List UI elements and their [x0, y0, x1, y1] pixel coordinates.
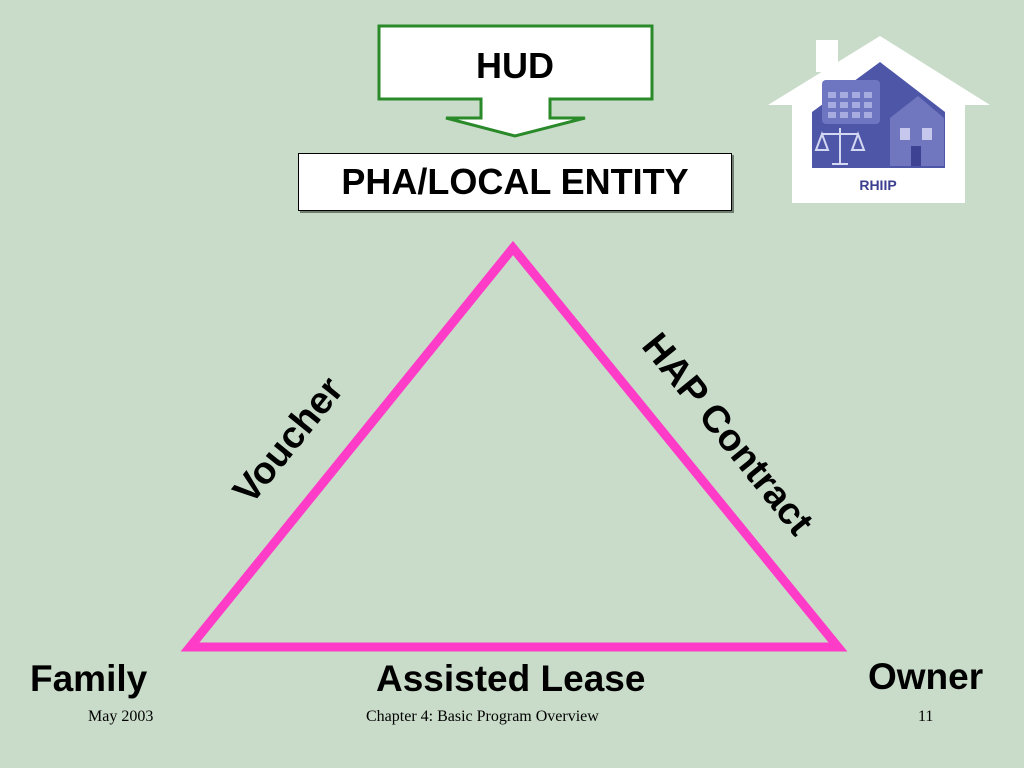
logo-scales-icon — [814, 128, 866, 165]
logo-chimney — [816, 40, 838, 72]
logo-text-plate — [812, 170, 945, 198]
family-label: Family — [30, 658, 148, 699]
assisted-lease-label: Assisted Lease — [376, 658, 646, 699]
footer-chapter: Chapter 4: Basic Program Overview — [366, 708, 599, 725]
pha-local-entity-box: PHA/LOCAL ENTITY — [298, 153, 732, 211]
hud-arrow-box — [377, 24, 654, 138]
hud-node: HUD — [377, 24, 654, 138]
voucher-label: Voucher — [225, 369, 352, 512]
hud-label: HUD — [476, 45, 554, 86]
footer-page-number: 11 — [918, 708, 934, 725]
pha-local-entity-label: PHA/LOCAL ENTITY — [341, 161, 689, 202]
owner-label: Owner — [868, 656, 984, 697]
logo-house-photo — [890, 96, 944, 166]
rhiip-logo: RHIIP — [768, 36, 990, 203]
logo-text: RHIIP — [859, 177, 896, 193]
relationship-triangle — [180, 240, 848, 652]
footer-date: May 2003 — [88, 708, 154, 725]
logo-keypad — [828, 92, 872, 118]
